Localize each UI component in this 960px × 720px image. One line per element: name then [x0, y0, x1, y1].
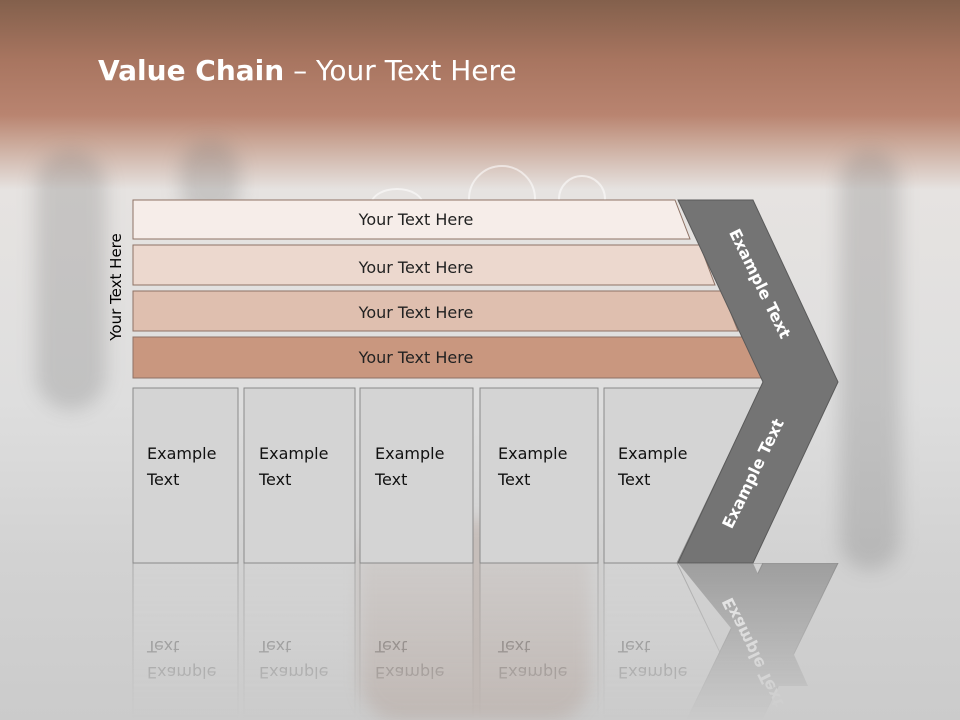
reflection-column-4-line-1: Example — [498, 663, 567, 682]
title-light: – Your Text Here — [284, 54, 517, 87]
reflection-column-1-line-2: Text — [146, 637, 179, 656]
reflection-column-3-line-1: Example — [375, 663, 444, 682]
title-bold: Value Chain — [98, 54, 285, 87]
activity-column-4-line-2: Text — [497, 470, 530, 489]
support-bar-2 — [132, 244, 716, 286]
reflection-column-3-line-2: Text — [374, 637, 407, 656]
activity-column-5-line-2: Text — [617, 470, 650, 489]
background-figure-right — [840, 150, 900, 570]
reflection-column-2-line-2: Text — [258, 637, 291, 656]
activity-column-3-line-1: Example — [375, 444, 444, 463]
activity-column-5-line-1: Example — [618, 444, 687, 463]
activity-column-1 — [132, 387, 239, 564]
support-bar-3 — [132, 290, 739, 332]
activity-column-3 — [359, 387, 474, 564]
reflection-column-5-line-2: Text — [617, 637, 650, 656]
diagram-reflection: Example Text Example Text Example Text E… — [132, 562, 839, 720]
support-bars: Your Text Here Your Text Here Your Text … — [132, 199, 763, 379]
reflection-column-4-line-2: Text — [497, 637, 530, 656]
activity-columns: Example Text Example Text Example Text E… — [132, 387, 762, 564]
background-figure-left — [36, 150, 106, 410]
activity-column-2-line-2: Text — [258, 470, 291, 489]
activity-column-4 — [479, 387, 599, 564]
reflection-column-5-line-1: Example — [618, 663, 687, 682]
activity-column-2-line-1: Example — [259, 444, 328, 463]
support-bar-1-label: Your Text Here — [358, 210, 474, 229]
support-bar-1 — [132, 199, 691, 240]
slide-title: Value Chain – Your Text Here — [98, 54, 517, 87]
activity-column-4-line-1: Example — [498, 444, 567, 463]
reflection-column-1-line-1: Example — [147, 663, 216, 682]
support-bar-4-label: Your Text Here — [358, 348, 474, 367]
activity-column-1-line-2: Text — [146, 470, 179, 489]
reflection-column-2-line-1: Example — [259, 663, 328, 682]
support-bar-3-label: Your Text Here — [358, 303, 474, 322]
activity-column-3-line-2: Text — [374, 470, 407, 489]
activity-column-2 — [243, 387, 356, 564]
support-bar-2-label: Your Text Here — [358, 258, 474, 277]
activity-column-1-line-1: Example — [147, 444, 216, 463]
